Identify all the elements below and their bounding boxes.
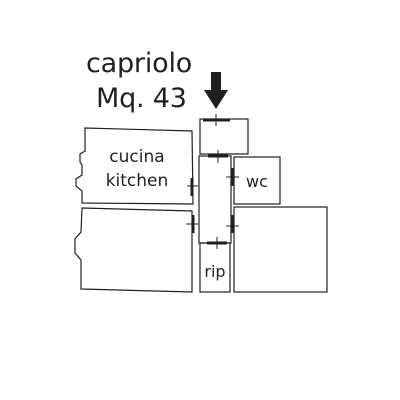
living-room xyxy=(74,207,193,293)
wall-ticks xyxy=(186,114,239,249)
kitchen-room xyxy=(75,127,194,205)
apartment-area: Mq. 43 xyxy=(96,83,187,114)
wc-room xyxy=(233,156,281,205)
kitchen-label-en: kitchen xyxy=(106,171,169,191)
kitchen-label-it: cucina xyxy=(109,147,164,167)
entry-room xyxy=(199,118,249,155)
arrow-down-icon xyxy=(204,72,228,109)
storage-label: rip xyxy=(204,262,225,281)
bedroom xyxy=(233,206,328,293)
apartment-name: capriolo xyxy=(86,48,193,79)
door-marks xyxy=(190,118,234,245)
wc-label: wc xyxy=(246,172,268,191)
hallway xyxy=(198,155,232,244)
